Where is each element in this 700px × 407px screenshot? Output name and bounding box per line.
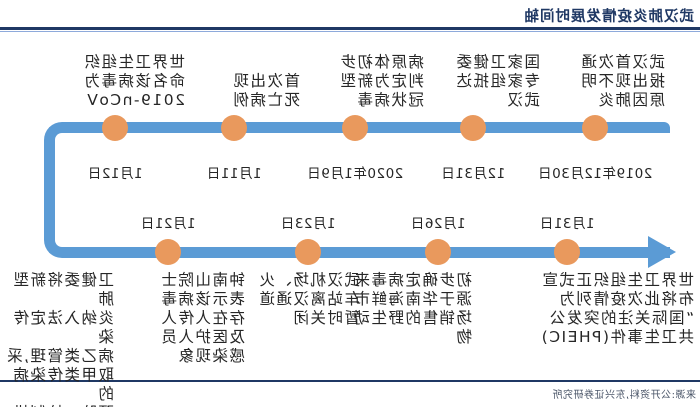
- timeline-event-date: 1月12日: [87, 166, 143, 182]
- timeline-dot: [460, 115, 486, 141]
- page-title: 武汉肺炎疫情发展时间轴: [523, 9, 695, 25]
- timeline-dot: [554, 239, 580, 265]
- timeline-dot: [221, 115, 247, 141]
- timeline-event-date: 2019年12月30日: [537, 166, 653, 182]
- timeline-dot: [342, 115, 368, 141]
- timeline-dot: [295, 239, 321, 265]
- timeline-event-date: 1月23日: [280, 216, 336, 232]
- timeline-event-date: 1月21日: [140, 216, 196, 232]
- timeline-dot: [425, 239, 451, 265]
- timeline-event-date: 1月11日: [206, 166, 262, 182]
- timeline-event-desc: 卫健委将新型肺 炎纳入法定传染 病乙类管理,采 取甲类传染病的 预防、控制措施: [5, 271, 114, 407]
- timeline-event-desc: 钟南山院士 表示该病毒 存在人传人 及医护人员 感染现象: [159, 271, 245, 365]
- title-divider-thin: [0, 31, 700, 32]
- timeline-event-desc: 武汉首次通 报出现不明 原因肺炎: [579, 53, 665, 109]
- timeline-event-date: 1月31日: [539, 216, 595, 232]
- timeline-dot: [582, 115, 608, 141]
- title-divider: [0, 27, 700, 30]
- timeline-event-desc: 病原体初步 判定为新型 冠状病毒: [338, 53, 424, 109]
- timeline-event-desc: 国家卫健委 专家组抵达 武汉: [454, 53, 540, 109]
- timeline-arrow-icon: [648, 236, 676, 268]
- timeline-event-date: 1月26日: [410, 216, 466, 232]
- timeline-event-desc: 初步确定病毒来 源于华南海鲜市 场销售的野生动 物: [352, 271, 472, 346]
- timeline-event-date: 2020年1月9日: [306, 166, 404, 182]
- timeline-event-desc: 世界卫生组织正式宣 布将此次疫情列为 “国际关注的突发公 共卫生事件(PHEIC…: [540, 271, 694, 346]
- timeline-event-desc: 世界卫生组织 命名该病毒为 2019-nCoV: [82, 53, 185, 109]
- source-note: 来源:公开资料,东兴证券研究所: [551, 390, 696, 401]
- timeline-event-desc: 武汉机场、火 车站离汉通道 暂时关闭: [257, 271, 360, 327]
- timeline-dot: [155, 239, 181, 265]
- timeline-dot: [102, 115, 128, 141]
- timeline-event-date: 12月31日: [440, 166, 506, 182]
- timeline-axis: [44, 122, 670, 258]
- timeline-event-desc: 首次出现 死亡病例: [231, 72, 300, 109]
